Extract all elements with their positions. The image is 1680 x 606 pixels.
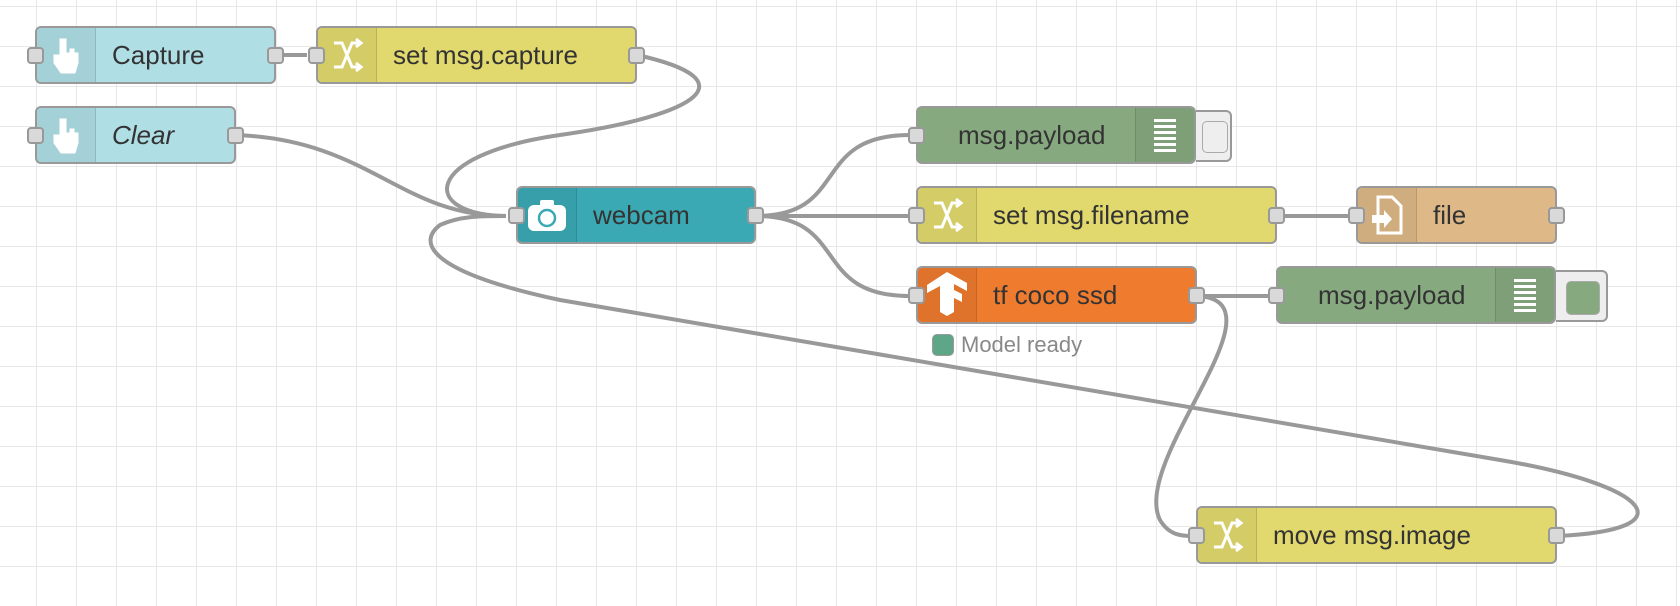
debug-payload-node-2[interactable]: msg.payload — [1268, 266, 1556, 324]
file-label: file — [1433, 199, 1467, 230]
set-filename-input-port[interactable] — [908, 206, 925, 224]
status-dot-icon — [932, 334, 954, 356]
set-capture-input-port[interactable] — [308, 46, 325, 64]
wire-set-capture-to-webcam[interactable] — [445, 53, 702, 218]
set-filename-change-node[interactable]: set msg.filename — [908, 186, 1285, 244]
clear-output-port[interactable] — [227, 126, 244, 144]
tf-input-port[interactable] — [908, 286, 925, 304]
debug-payload-node-1[interactable]: msg.payload — [908, 106, 1196, 164]
wire-webcam-to-tf[interactable] — [755, 214, 911, 298]
move-image-output-port[interactable] — [1548, 526, 1565, 544]
webcam-output-port[interactable] — [747, 206, 764, 224]
debug1-input-port[interactable] — [908, 126, 925, 144]
shuffle-icon — [1198, 508, 1257, 562]
debug2-input-port[interactable] — [1268, 286, 1285, 304]
tf-label: tf coco ssd — [993, 279, 1118, 310]
set-capture-label: set msg.capture — [393, 39, 578, 70]
move-image-change-node[interactable]: move msg.image — [1188, 506, 1565, 564]
file-input-port[interactable] — [1348, 206, 1365, 224]
wire-tf-to-move-image[interactable] — [1154, 294, 1229, 539]
debug2-toggle-indicator — [1566, 281, 1600, 315]
tf-status: Model ready — [932, 332, 1082, 358]
set-capture-change-node[interactable]: set msg.capture — [308, 26, 645, 84]
file-output-port[interactable] — [1548, 206, 1565, 224]
list-icon — [1495, 268, 1554, 322]
debug2-label: msg.payload — [1318, 279, 1466, 310]
debug1-toggle-indicator — [1202, 121, 1228, 153]
webcam-node[interactable]: webcam — [508, 186, 764, 244]
list-icon — [1135, 108, 1194, 162]
wire-move-image-to-webcam[interactable] — [428, 214, 1640, 538]
clear-inject-node[interactable]: Clear — [27, 106, 244, 164]
file-node[interactable]: file — [1348, 186, 1565, 244]
capture-button-port[interactable] — [27, 46, 44, 64]
wire-webcam-to-debug1[interactable] — [755, 133, 911, 218]
hand-pointer-icon — [37, 28, 96, 82]
set-capture-output-port[interactable] — [628, 46, 645, 64]
capture-inject-node[interactable]: Capture — [27, 26, 284, 84]
tf-output-port[interactable] — [1188, 286, 1205, 304]
hand-pointer-icon — [37, 108, 96, 162]
capture-output-port[interactable] — [267, 46, 284, 64]
move-image-label: move msg.image — [1273, 519, 1471, 550]
move-image-input-port[interactable] — [1188, 526, 1205, 544]
debug1-toggle-button[interactable] — [1196, 110, 1232, 162]
clear-label: Clear — [112, 119, 175, 150]
tf-coco-ssd-node[interactable]: tf coco ssd — [908, 266, 1205, 324]
debug2-toggle-button[interactable] — [1556, 270, 1608, 322]
shuffle-icon — [918, 188, 977, 242]
webcam-input-port[interactable] — [508, 206, 525, 224]
webcam-label: webcam — [593, 199, 690, 230]
shuffle-icon — [318, 28, 377, 82]
camera-icon — [518, 188, 577, 242]
set-filename-output-port[interactable] — [1268, 206, 1285, 224]
capture-label: Capture — [112, 39, 205, 70]
tensorflow-icon — [918, 268, 977, 322]
file-import-icon — [1358, 188, 1417, 242]
tf-status-text: Model ready — [961, 332, 1083, 357]
clear-button-port[interactable] — [27, 126, 44, 144]
wire-clear-to-webcam[interactable] — [235, 133, 507, 218]
debug1-label: msg.payload — [958, 119, 1106, 150]
set-filename-label: set msg.filename — [993, 199, 1190, 230]
